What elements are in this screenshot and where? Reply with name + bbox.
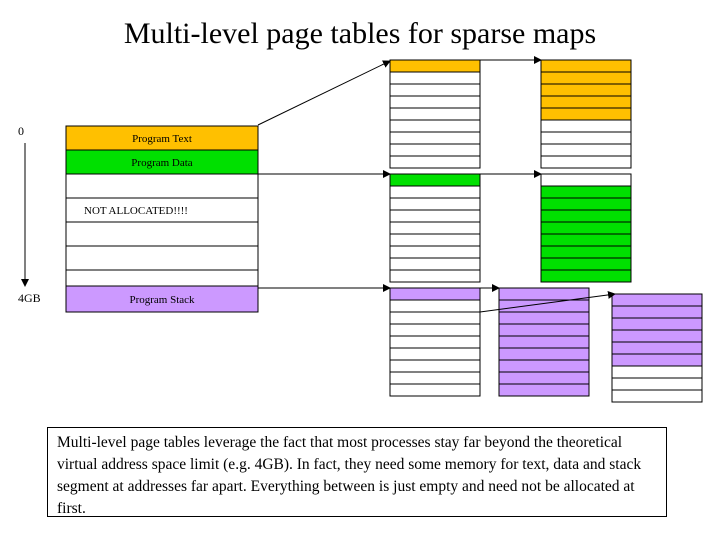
- address-segment: [65, 245, 259, 271]
- arrow-text-segment-to-table: [257, 60, 391, 126]
- stack-first-level-table-entry: [389, 371, 481, 385]
- address-segment-label: Program Text: [132, 133, 192, 145]
- data-second-level-table-entry: [540, 185, 632, 199]
- text-first-level-table-entry: [389, 95, 481, 109]
- address-segment: [65, 269, 259, 287]
- data-first-level-table-entry: [389, 269, 481, 283]
- stack-second-level-table-2-entry: [611, 389, 703, 403]
- data-second-level-table-entry: [540, 221, 632, 235]
- stack-second-level-table-2-entry: [611, 341, 703, 355]
- stack-second-level-table-entry: [498, 323, 590, 337]
- stack-second-level-table-entry: [498, 299, 590, 313]
- address-segment: [65, 285, 259, 313]
- data-first-level-table-entry: [389, 245, 481, 259]
- address-segment-label: NOT ALLOCATED!!!!: [84, 205, 188, 217]
- stack-second-level-table-entry: [498, 311, 590, 325]
- stack-second-level-table-entry: [498, 371, 590, 385]
- data-second-level-table-entry: [540, 173, 632, 187]
- stack-second-level-table-entry: [498, 359, 590, 373]
- text-first-level-table-entry: [389, 107, 481, 121]
- stack-second-level-table-entry: [498, 383, 590, 397]
- stack-second-level-table-entry: [498, 335, 590, 349]
- stack-first-level-table-entry: [389, 311, 481, 325]
- address-start-label: 0: [18, 124, 24, 138]
- data-second-level-table-entry: [540, 209, 632, 223]
- data-first-level-table-entry: [389, 221, 481, 235]
- caption-box: Multi-level page tables leverage the fac…: [47, 427, 667, 517]
- address-segment: [65, 149, 259, 175]
- data-second-level-table-entry: [540, 257, 632, 271]
- text-second-level-table-entry: [540, 131, 632, 145]
- stack-second-level-table-entry: [498, 347, 590, 361]
- data-first-level-table-entry: [389, 209, 481, 223]
- stack-first-level-table-entry: [389, 299, 481, 313]
- data-first-level-table-entry: [389, 257, 481, 271]
- address-segment-label: Program Data: [131, 157, 193, 169]
- arrow-stack-table-to-page-2: [479, 290, 616, 313]
- stack-second-level-table-2-entry: [611, 293, 703, 307]
- text-second-level-table-entry: [540, 155, 632, 169]
- data-second-level-table-entry: [540, 245, 632, 259]
- stack-first-level-table-entry: [389, 359, 481, 373]
- data-first-level-table-entry: [389, 233, 481, 247]
- slide-title: Multi-level page tables for sparse maps: [123, 17, 597, 50]
- data-first-level-table-entry: [389, 173, 481, 187]
- text-first-level-table-entry: [389, 131, 481, 145]
- text-second-level-table-entry: [540, 143, 632, 157]
- data-first-level-table-entry: [389, 185, 481, 199]
- stack-first-level-table-entry: [389, 347, 481, 361]
- text-second-level-table-entry: [540, 71, 632, 85]
- stack-first-level-table-entry: [389, 383, 481, 397]
- stack-first-level-table-entry: [389, 323, 481, 337]
- text-first-level-table-entry: [389, 71, 481, 85]
- data-second-level-table-entry: [540, 197, 632, 211]
- text-second-level-table-entry: [540, 95, 632, 109]
- page-tables: [389, 59, 703, 403]
- address-segment: [65, 173, 259, 199]
- text-second-level-table-entry: [540, 83, 632, 97]
- address-segment: [65, 197, 259, 223]
- data-second-level-table-entry: [540, 269, 632, 283]
- stack-second-level-table-2-entry: [611, 317, 703, 331]
- stack-second-level-table-2-entry: [611, 353, 703, 367]
- stack-first-level-table-entry: [389, 287, 481, 301]
- text-second-level-table-entry: [540, 59, 632, 73]
- text-first-level-table-entry: [389, 143, 481, 157]
- stack-second-level-table-2-entry: [611, 377, 703, 391]
- text-first-level-table-entry: [389, 83, 481, 97]
- text-second-level-table-entry: [540, 107, 632, 121]
- address-segment: [65, 221, 259, 247]
- address-end-label: 4GB: [18, 291, 41, 305]
- text-second-level-table-entry: [540, 119, 632, 133]
- stack-second-level-table-2-entry: [611, 305, 703, 319]
- stack-first-level-table-entry: [389, 335, 481, 349]
- text-first-level-table-entry: [389, 59, 481, 73]
- stack-second-level-table-entry: [498, 287, 590, 301]
- address-segment-label: Program Stack: [129, 294, 195, 306]
- data-first-level-table-entry: [389, 197, 481, 211]
- data-second-level-table-entry: [540, 233, 632, 247]
- pointer-arrows: [257, 56, 616, 313]
- stack-second-level-table-2-entry: [611, 329, 703, 343]
- text-first-level-table-entry: [389, 155, 481, 169]
- text-first-level-table-entry: [389, 119, 481, 133]
- stack-second-level-table-2-entry: [611, 365, 703, 379]
